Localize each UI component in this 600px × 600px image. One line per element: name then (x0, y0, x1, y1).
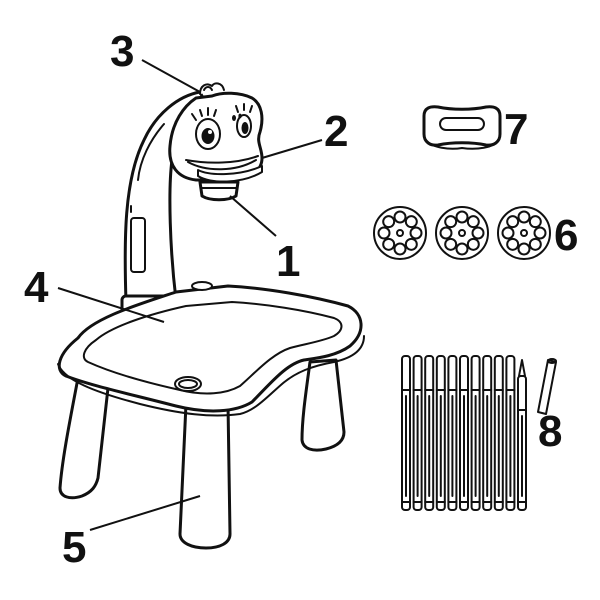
callout-line-2 (261, 139, 323, 159)
marker-pen-icon (470, 355, 481, 511)
callout-line-3 (141, 59, 201, 93)
dinosaur-projector-head-icon (168, 82, 264, 183)
marker-pen-icon (517, 359, 527, 511)
chalk-icon (537, 358, 557, 415)
marker-pen-icon (424, 355, 435, 511)
table-leg-back-right (300, 358, 346, 452)
pattern-disc-icon (497, 206, 551, 260)
marker-pen-icon (435, 355, 446, 511)
callout-3: 3 (110, 27, 134, 76)
marker-pen-icon (401, 355, 411, 511)
callout-8: 8 (538, 407, 562, 456)
callout-line-5 (89, 495, 201, 531)
pattern-disc-icon (435, 206, 489, 260)
lens-icon (198, 180, 240, 202)
marker-pen-icon (505, 355, 516, 511)
marker-pen-icon (482, 355, 493, 511)
callout-6: 6 (554, 211, 578, 260)
drawing-table (57, 281, 365, 417)
callout-line-4 (57, 287, 165, 323)
pattern-disc-icon (373, 206, 427, 260)
eraser-icon (422, 105, 502, 150)
table-leg-back-left (58, 376, 110, 500)
table-leg-front (178, 402, 232, 550)
callout-1: 1 (276, 237, 300, 286)
marker-pen-icon (493, 355, 504, 511)
callout-5: 5 (62, 523, 86, 572)
marker-pen-icon (412, 355, 423, 511)
pattern-discs (373, 206, 551, 260)
callout-2: 2 (324, 107, 348, 156)
markers-set (401, 355, 527, 511)
callout-4: 4 (24, 263, 49, 312)
callout-7: 7 (504, 105, 528, 154)
marker-pen-icon (459, 355, 469, 511)
marker-pen-icon (447, 355, 458, 511)
callout-line-1 (229, 195, 277, 237)
